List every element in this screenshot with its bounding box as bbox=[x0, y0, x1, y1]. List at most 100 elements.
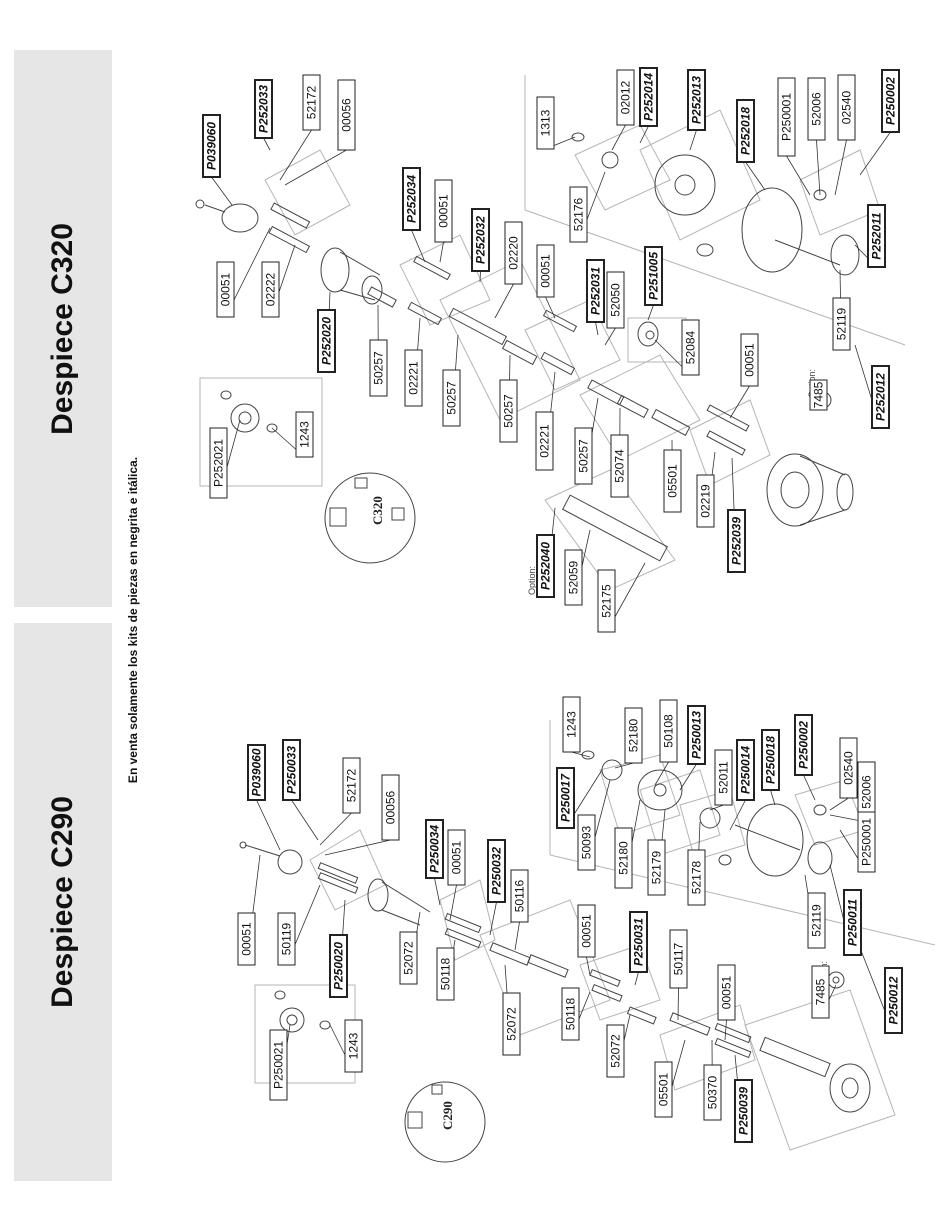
part-label-00051: 00051 bbox=[740, 333, 759, 387]
kit-label-p250013: P250013 bbox=[687, 705, 706, 765]
part-label-50116: 50116 bbox=[510, 869, 529, 923]
label-text: 52072 bbox=[609, 1034, 623, 1068]
label-text: 50257 bbox=[502, 394, 516, 428]
label-text: P252031 bbox=[589, 267, 603, 315]
leader-line bbox=[279, 129, 312, 181]
part-label-52175: 52175 bbox=[597, 569, 616, 633]
label-text: 50093 bbox=[580, 825, 594, 859]
label-text: 7485 bbox=[812, 381, 826, 408]
label-text: 00056 bbox=[384, 790, 398, 824]
label-text: P252021 bbox=[212, 439, 226, 487]
c290-banner: Despiece C290 bbox=[14, 623, 112, 1181]
part-label-05501: 05501 bbox=[654, 1061, 673, 1118]
kit-label-p252011: P252011 bbox=[867, 204, 886, 268]
leader-line bbox=[816, 139, 821, 196]
label-box bbox=[647, 839, 666, 896]
label-box bbox=[740, 333, 759, 387]
panel bbox=[579, 354, 701, 461]
label-text: 02540 bbox=[842, 751, 856, 785]
leader-line bbox=[211, 176, 233, 206]
leader-line bbox=[647, 304, 654, 321]
label-box bbox=[663, 449, 682, 513]
crank-handle-drawing bbox=[195, 199, 259, 233]
leader-line bbox=[439, 241, 444, 263]
part-label-52084: 52084 bbox=[681, 319, 700, 376]
label-text: P250021 bbox=[272, 1041, 286, 1089]
label-text: 50117 bbox=[672, 942, 686, 975]
label-box bbox=[794, 714, 813, 776]
leader-line bbox=[479, 270, 481, 283]
label-box bbox=[471, 208, 490, 272]
part-label-02219: 02219 bbox=[696, 474, 715, 528]
label-box bbox=[832, 297, 851, 351]
hub-assembly-drawing bbox=[320, 247, 383, 305]
label-text: P251005 bbox=[647, 252, 661, 300]
part-label-7485: 7485 bbox=[809, 379, 828, 411]
leader-line bbox=[859, 131, 891, 176]
leader-line bbox=[803, 774, 816, 801]
label-text: P039060 bbox=[205, 122, 219, 170]
label-text: P252012 bbox=[874, 373, 888, 421]
label-text: 05501 bbox=[666, 464, 680, 498]
label-text: 52074 bbox=[613, 449, 627, 483]
label-text: 52179 bbox=[650, 850, 664, 884]
label-text: 02221 bbox=[538, 424, 552, 458]
label-text: P252032 bbox=[474, 216, 488, 264]
kit-label-p252039: P252039 bbox=[727, 509, 746, 573]
leader-line bbox=[319, 812, 352, 846]
label-box bbox=[561, 987, 580, 1041]
label-box bbox=[843, 889, 862, 956]
label-text: 52084 bbox=[684, 330, 698, 364]
label-box bbox=[714, 749, 733, 806]
label-box bbox=[669, 929, 688, 989]
label-text: P250034 bbox=[428, 825, 442, 873]
drum-drawing bbox=[766, 453, 854, 527]
kit-label-p251005: P251005 bbox=[644, 246, 663, 306]
label-box bbox=[317, 309, 336, 373]
part-label-1243: 1243 bbox=[562, 696, 581, 753]
label-box bbox=[577, 904, 596, 958]
leader-line bbox=[324, 839, 391, 856]
label-box bbox=[369, 339, 388, 397]
label-text: P252011 bbox=[870, 212, 884, 259]
label-text: P252040 bbox=[539, 542, 553, 590]
label-text: P250014 bbox=[739, 746, 753, 794]
option-label: Option: bbox=[527, 566, 537, 595]
label-box bbox=[425, 819, 444, 879]
label-box bbox=[342, 757, 361, 814]
part-label-50118: 50118 bbox=[561, 987, 580, 1041]
label-box bbox=[610, 434, 629, 498]
label-text: 02221 bbox=[407, 361, 421, 395]
part-label-52006: 52006 bbox=[807, 77, 826, 141]
part-label-50257: 50257 bbox=[442, 369, 461, 427]
part-label-1243: 1243 bbox=[295, 411, 314, 458]
label-box bbox=[606, 271, 625, 329]
kit-label-p250018: P250018 bbox=[761, 729, 780, 791]
label-text: 7485 bbox=[814, 978, 828, 1005]
label-text: P250013 bbox=[690, 711, 704, 759]
label-text: 52180 bbox=[617, 841, 631, 875]
leader-line bbox=[829, 797, 849, 811]
label-box bbox=[295, 411, 314, 458]
part-label-02012: 02012 bbox=[616, 69, 635, 126]
kit-label-p250002: P250002 bbox=[794, 714, 813, 776]
leader-line bbox=[654, 761, 669, 786]
label-box bbox=[597, 569, 616, 633]
label-box bbox=[586, 259, 605, 323]
label-box bbox=[504, 221, 523, 285]
label-text: P250002 bbox=[797, 721, 811, 769]
label-text: 50108 bbox=[662, 714, 676, 748]
part-label-50119: 50119 bbox=[277, 912, 296, 966]
kit-label-p250031: P250031 bbox=[629, 911, 648, 973]
leader-line bbox=[634, 971, 639, 986]
label-box bbox=[564, 549, 583, 606]
kit-label-p039060: P039060 bbox=[247, 744, 266, 801]
label-box bbox=[659, 699, 678, 763]
label-text: 52072 bbox=[505, 1007, 519, 1041]
leader-line bbox=[786, 155, 811, 196]
part-label-52180: 52180 bbox=[624, 707, 643, 764]
label-box bbox=[209, 427, 228, 499]
end-cap-drawing bbox=[220, 390, 278, 433]
label-box bbox=[881, 69, 900, 133]
